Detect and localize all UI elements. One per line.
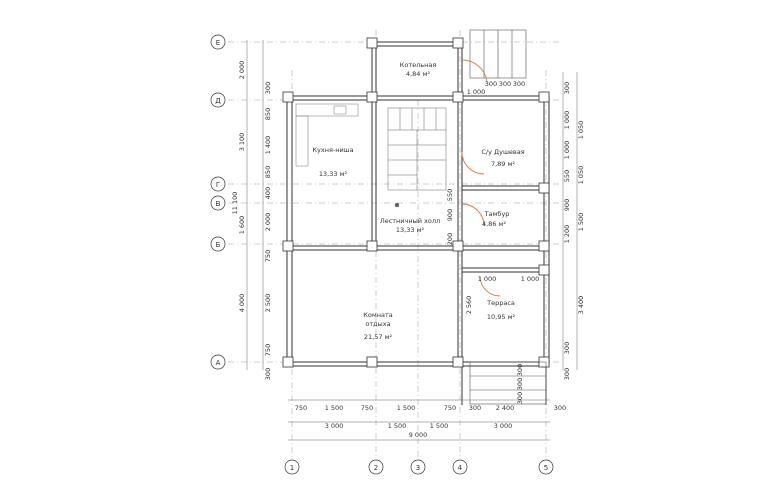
shower-name: С/у Душевая <box>481 148 524 156</box>
dim-stairs-top-3: 300 <box>513 80 525 88</box>
stair-outer <box>469 29 547 405</box>
dim-left-outer-2: 3 100 <box>238 133 246 152</box>
axis-e-label: Е <box>216 39 220 47</box>
terrace-name: Терраса <box>486 299 515 307</box>
dim-left-inner-2: 850 <box>264 108 272 120</box>
tambour-name: Тамбур <box>484 210 510 218</box>
dim-right-inner-8: 300 <box>563 368 571 380</box>
dim-left-inner-4: 850 <box>264 166 272 178</box>
boiler-room-name: Котельная <box>400 61 437 69</box>
dim-bottom-2: 1 500 <box>325 404 344 412</box>
dim-terrace-top-2: 1 000 <box>521 275 540 283</box>
dim-bottom-row2-3: 1 500 <box>430 422 449 430</box>
dim-right-inner-2: 1 000 <box>563 111 571 130</box>
dim-steps-right-3: 300 <box>516 392 524 404</box>
dim-bottom-7: 2 400 <box>496 404 515 412</box>
dim-terrace-left: 2 560 <box>465 296 473 315</box>
walls <box>286 41 550 405</box>
dim-right-outer-4: 3 400 <box>577 296 585 315</box>
dim-right-outer-1: 1 050 <box>577 121 585 140</box>
dim-bottom-row2-2: 1 500 <box>388 422 407 430</box>
stair-hall-name: Лестничный холл <box>380 217 440 225</box>
dim-terrace-top-1: 1 000 <box>478 275 497 283</box>
axis-v-label: В <box>216 200 221 208</box>
dim-bottom-row2-4: 3 000 <box>494 422 513 430</box>
dim-stairs-top-1: 300 <box>485 80 497 88</box>
dim-left-inner-1: 300 <box>264 82 272 94</box>
boiler-room-area: 4,84 м² <box>406 70 430 78</box>
dim-right-inner-5: 900 <box>563 199 571 211</box>
dim-bottom-8: 300 <box>554 404 566 412</box>
axis-4-label: 4 <box>458 464 463 472</box>
living-area: 21,57 м² <box>364 333 393 341</box>
living-name-1: Комната <box>363 311 393 319</box>
interior-stair <box>387 107 447 208</box>
axis-g-label: Г <box>216 181 220 189</box>
dim-left-inner-5: 400 <box>264 187 272 199</box>
stair-hall-area: 13,33 м² <box>396 226 425 234</box>
dim-left-inner-6: 2 000 <box>264 213 272 232</box>
axis-1-label: 1 <box>290 464 294 472</box>
axis-5-label: 5 <box>544 464 548 472</box>
dim-left-outer-1: 2 000 <box>238 61 246 80</box>
axis-a-label: А <box>216 359 221 367</box>
dim-stairs-top-2: 300 <box>499 80 511 88</box>
dim-steps-right-2: 300 <box>516 378 524 390</box>
dim-left-inner-9: 750 <box>264 344 272 356</box>
living-name-2: отдыха <box>365 320 390 328</box>
dimension-lines <box>246 40 578 441</box>
dim-bottom-4: 1 500 <box>397 404 416 412</box>
dim-left-inner-8: 2 500 <box>264 294 272 313</box>
dim-right-outer-3: 1 500 <box>577 213 585 232</box>
dim-bottom-total: 9 000 <box>409 431 428 439</box>
kitchen-furniture <box>295 103 359 167</box>
dim-left-outer-4: 4 000 <box>238 294 246 313</box>
dim-left-inner-3: 1 400 <box>264 136 272 155</box>
kitchen-area: 13,33 м² <box>319 170 348 178</box>
dim-right-inner-4: 550 <box>563 170 571 182</box>
axis-grid <box>228 30 560 458</box>
dim-right-inner-6: 1 200 <box>563 225 571 244</box>
axis-3-label: 3 <box>416 464 420 472</box>
dim-left-inner-7: 750 <box>264 250 272 262</box>
dim-right-outer-2: 1 050 <box>577 166 585 185</box>
dim-stairs-top-base: 1 000 <box>467 88 486 96</box>
dim-left-outer-3: 1 600 <box>238 216 246 235</box>
axis-b-label: Б <box>216 241 221 249</box>
dim-left-inner-10: 300 <box>264 368 272 380</box>
door-swings <box>461 59 501 297</box>
dim-tambour-left-1: 550 <box>446 189 454 201</box>
tambour-area: 4,86 м² <box>482 220 506 228</box>
dim-bottom-3: 750 <box>361 404 373 412</box>
kitchen-name: Кухня-ниша <box>312 146 353 154</box>
dim-bottom-5: 750 <box>444 404 456 412</box>
wall-corners <box>282 37 550 368</box>
dim-tambour-left-2: 900 <box>446 209 454 221</box>
axis-markers <box>210 34 554 475</box>
dim-bottom-row2-1: 3 000 <box>325 422 344 430</box>
dim-steps-right-1: 300 <box>516 364 524 376</box>
shower-area: 7,89 м² <box>491 160 515 168</box>
axis-2-label: 2 <box>374 464 378 472</box>
terrace-area: 10,95 м² <box>487 313 516 321</box>
dim-bottom-6: 300 <box>469 404 481 412</box>
dim-right-inner-1: 300 <box>563 82 571 94</box>
dim-tambour-left-3: 200 <box>446 233 454 245</box>
dim-bottom-1: 750 <box>295 404 307 412</box>
dim-right-inner-3: 1 000 <box>563 141 571 160</box>
axis-d-label: Д <box>215 97 221 105</box>
dim-right-inner-7: 300 <box>563 342 571 354</box>
dim-left-total: 11 100 <box>231 192 239 215</box>
